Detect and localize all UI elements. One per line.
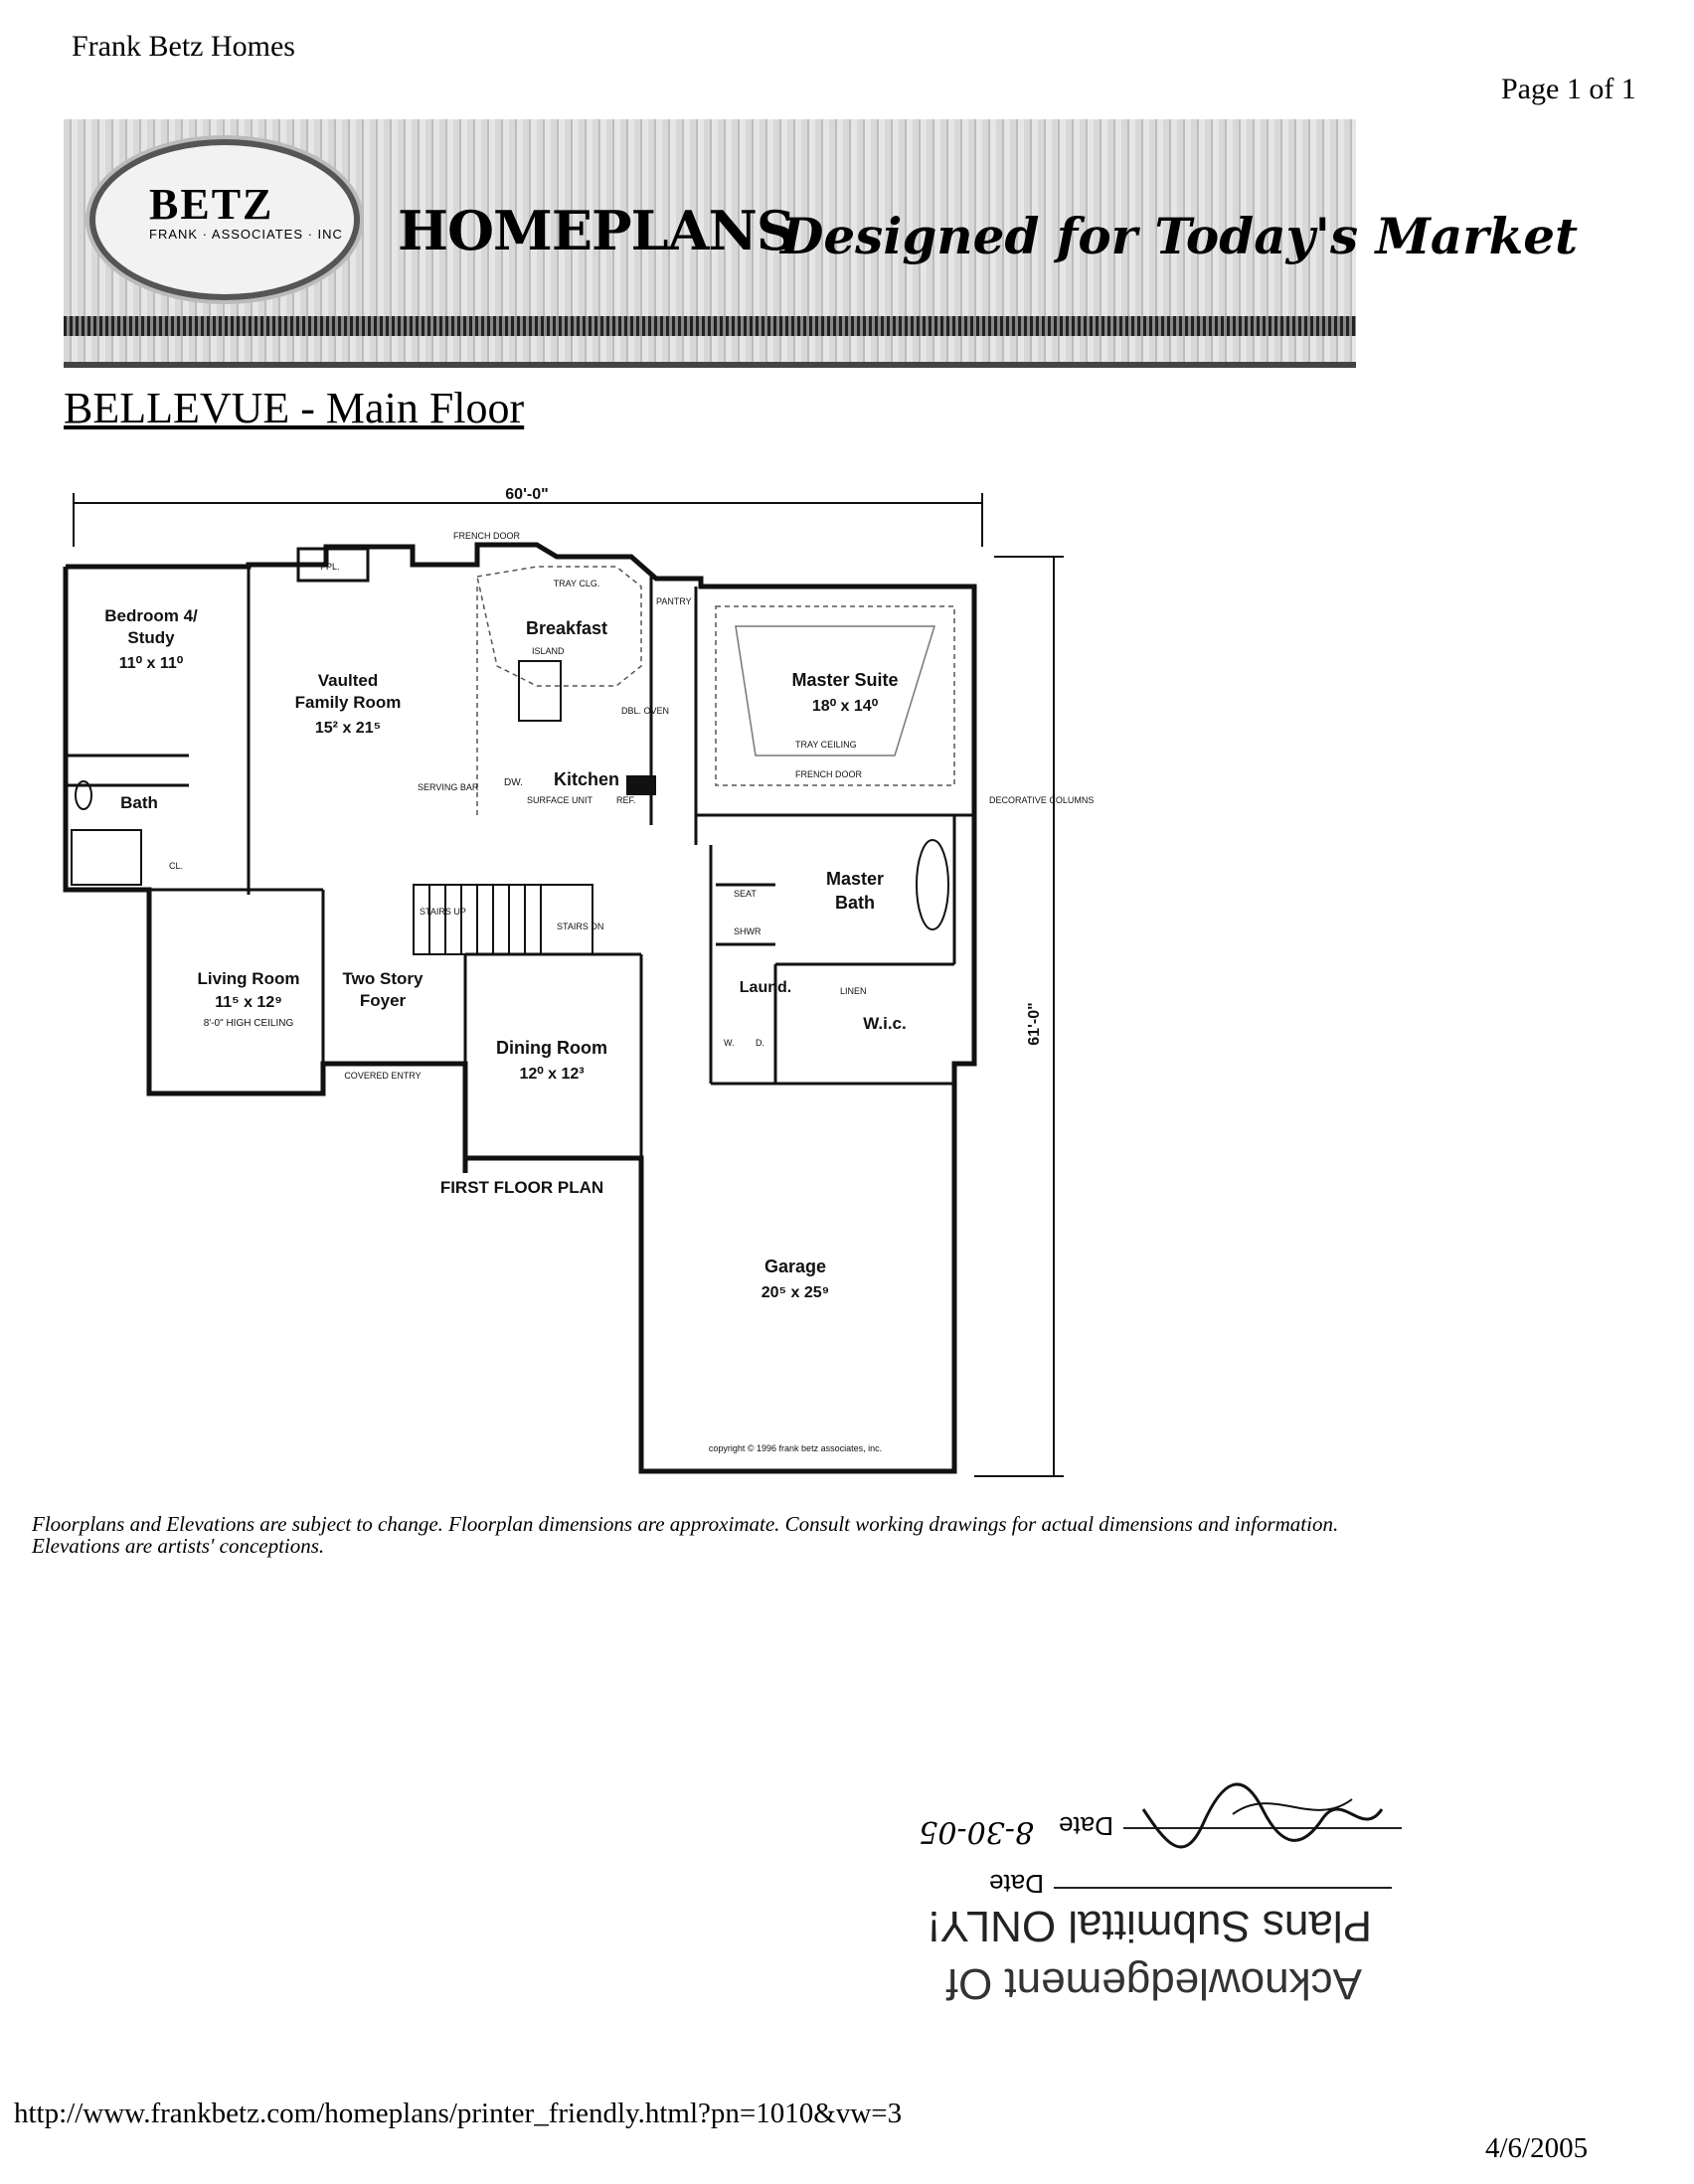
label-seat: SEAT <box>734 889 757 899</box>
label-w: W. <box>724 1038 735 1048</box>
room-laundry: Laund. <box>740 979 791 996</box>
label-covered-entry: COVERED ENTRY <box>344 1071 421 1081</box>
label-closet: CL. <box>169 861 183 871</box>
stairs <box>413 884 593 955</box>
plan-copyright: copyright © 1996 frank betz associates, … <box>709 1443 882 1453</box>
room-foyer-l1: Two Story <box>343 969 424 988</box>
room-master-bath-l1: Master <box>826 869 884 889</box>
room-family-l2: Family Room <box>295 693 402 712</box>
refrigerator <box>626 775 656 795</box>
brand-tagline: Designed for Today's Market <box>780 207 1579 265</box>
stamp-handwritten-date: 8-30-05 <box>919 1814 1034 1849</box>
room-master-bath-l2: Bath <box>835 893 875 913</box>
room-living-note: 8'-0" HIGH CEILING <box>204 1018 294 1029</box>
room-garage: Garage <box>764 1257 826 1276</box>
room-kitchen: Kitchen <box>554 769 619 789</box>
kitchen-island <box>518 660 562 722</box>
label-stairs-up: STAIRS UP <box>420 907 466 917</box>
room-bedroom4-dims: 11⁰ x 11⁰ <box>119 655 184 672</box>
room-master-suite: Master Suite <box>791 670 898 690</box>
room-foyer-l2: Foyer <box>360 991 407 1010</box>
floor-plan: 60'-0" 61'-0" Bedroom 4/ Study 11⁰ x 11⁰… <box>63 487 1094 1477</box>
disclaimer: Floorplans and Elevations are subject to… <box>32 1513 1593 1557</box>
label-surface-unit: SURFACE UNIT <box>527 795 593 805</box>
site-name: Frank Betz Homes <box>72 30 295 63</box>
room-family-dims: 15² x 21⁵ <box>315 720 381 737</box>
label-d: D. <box>756 1038 764 1048</box>
room-living-dims: 11⁵ x 12⁹ <box>215 994 282 1011</box>
room-bedroom4-l1: Bedroom 4/ <box>104 606 198 625</box>
room-dining: Dining Room <box>496 1038 607 1058</box>
room-living: Living Room <box>198 969 300 988</box>
disclaimer-line1: Floorplans and Elevations are subject to… <box>32 1512 1339 1536</box>
label-pantry: PANTRY <box>656 596 692 606</box>
stamp-line1: Acknowledgement Of <box>945 1959 1362 2008</box>
room-breakfast: Breakfast <box>526 618 607 638</box>
label-french-door: FRENCH DOOR <box>453 531 520 541</box>
printed-date: 4/6/2005 <box>1485 2132 1589 2164</box>
stamp-date-label-1: Date <box>989 1869 1044 1899</box>
stamp-date-line-1 <box>1054 1887 1392 1889</box>
bath-tub <box>71 829 142 886</box>
label-tray-clg: TRAY CLG. <box>554 579 600 588</box>
banner-stripe <box>64 316 1356 336</box>
label-dbl-oven: DBL. OVEN <box>621 706 669 716</box>
overall-width-label: 60'-0" <box>505 487 548 503</box>
label-shwr: SHWR <box>734 926 762 936</box>
signature <box>1141 1782 1384 1849</box>
label-ref: REF. <box>616 795 636 805</box>
bath-sink <box>75 780 92 810</box>
logo-text: BETZ <box>149 180 274 229</box>
room-bath: Bath <box>120 793 158 812</box>
label-fpl: FPL. <box>320 562 339 572</box>
label-french-door-2: FRENCH DOOR <box>795 769 862 779</box>
page-indicator: Page 1 of 1 <box>1501 73 1636 105</box>
room-bedroom4-l2: Study <box>127 628 175 647</box>
label-serving-bar: SERVING BAR <box>418 782 479 792</box>
room-garage-dims: 20⁵ x 25⁹ <box>762 1284 830 1301</box>
disclaimer-line2: Elevations are artists' conceptions. <box>32 1534 325 1559</box>
fireplace <box>296 547 370 583</box>
source-url: http://www.frankbetz.com/homeplans/print… <box>14 2098 903 2129</box>
master-tub <box>916 839 949 930</box>
stamp-line2: Plans Submittal ONLY! <box>928 1902 1372 1950</box>
room-dining-dims: 12⁰ x 12³ <box>519 1066 584 1083</box>
label-tray-ceiling: TRAY CEILING <box>795 740 857 750</box>
room-family-l1: Vaulted <box>318 671 378 690</box>
acknowledgement-stamp: Acknowledgement Of Plans Submittal ONLY!… <box>795 1730 1412 2028</box>
room-wic: W.i.c. <box>863 1014 906 1033</box>
overall-depth-label: 61'-0" <box>1026 1002 1043 1045</box>
plan-label: FIRST FLOOR PLAN <box>440 1178 603 1197</box>
room-master-suite-dims: 18⁰ x 14⁰ <box>812 698 879 715</box>
stamp-date-label-2: Date <box>1059 1811 1113 1841</box>
label-island: ISLAND <box>532 646 565 656</box>
betz-logo <box>89 139 360 300</box>
logo-subtext: FRANK · ASSOCIATES · INC <box>149 227 343 242</box>
label-dw: DW. <box>504 777 523 788</box>
brand-title: HOMEPLANS <box>398 199 795 262</box>
label-linen: LINEN <box>840 986 867 996</box>
label-decorative-columns: DECORATIVE COLUMNS <box>989 795 1094 805</box>
label-stairs-dn: STAIRS DN <box>557 922 603 931</box>
plan-title: BELLEVUE - Main Floor <box>64 384 525 432</box>
